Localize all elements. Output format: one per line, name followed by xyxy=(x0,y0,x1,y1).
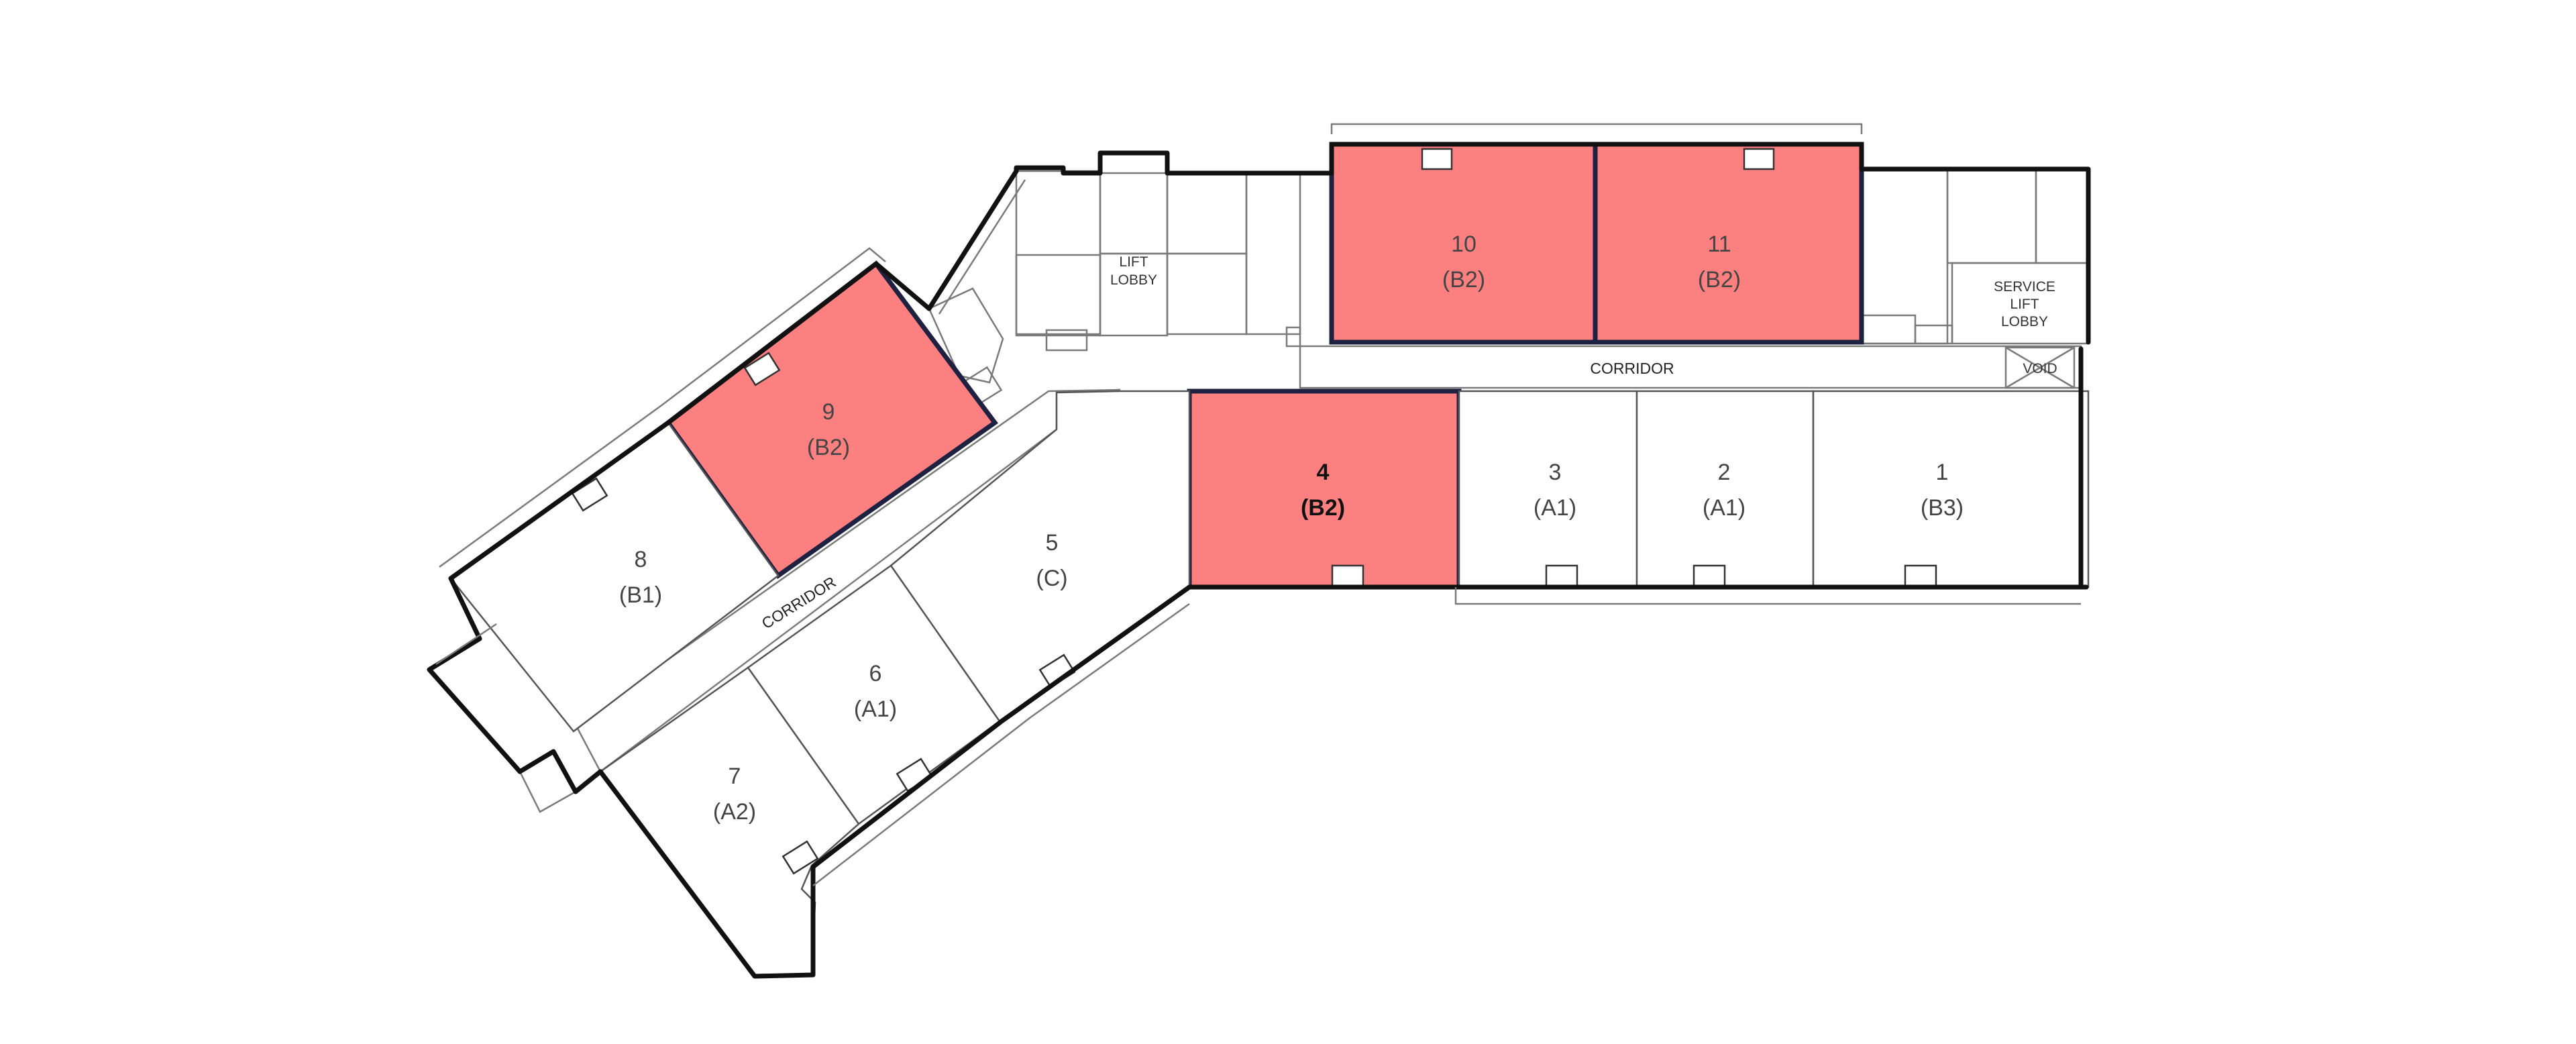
corridor-top: CORRIDOR xyxy=(1299,345,2082,389)
unit-11-number: 11 xyxy=(1707,231,1731,257)
unit-1[interactable]: 1 (B3) xyxy=(1812,390,2090,588)
unit-11[interactable]: 11 (B2) xyxy=(1593,142,1864,345)
service-lift-lobby-label-line2: LIFT xyxy=(2010,297,2039,312)
unit-9-number: 9 xyxy=(822,399,835,425)
unit-4-number: 4 xyxy=(1317,460,1330,485)
unit-10-type: (B2) xyxy=(1442,267,1485,293)
unit-10[interactable]: 10 (B2) xyxy=(1329,142,1598,345)
service-lift-lobby-label-line1: SERVICE xyxy=(1994,279,2055,295)
unit-5-number: 5 xyxy=(1046,530,1059,556)
void-label: VOID xyxy=(2023,361,2057,376)
service-lift-lobby-label-line3: LOBBY xyxy=(2001,314,2048,329)
unit-6-number: 6 xyxy=(869,661,882,686)
unit-2-type: (A1) xyxy=(1703,495,1746,521)
void-area: VOID xyxy=(2004,346,2076,389)
unit-3-number: 3 xyxy=(1549,460,1562,485)
unit-3[interactable]: 3 (A1) xyxy=(1458,390,1638,588)
unit-3-type: (A1) xyxy=(1534,495,1576,521)
unit-9-type: (B2) xyxy=(807,435,850,460)
unit-10-number: 10 xyxy=(1451,231,1477,257)
lift-lobby-label-line1: LIFT xyxy=(1119,254,1148,270)
unit-4-type: (B2) xyxy=(1301,495,1345,521)
unit-6-type: (A1) xyxy=(854,696,897,722)
unit-1-number: 1 xyxy=(1936,460,1949,485)
unit-7-type: (A2) xyxy=(713,799,756,825)
unit-4[interactable]: 4 (B2) xyxy=(1187,388,1462,590)
units: 10 (B2) 11 (B2) 4 (B2) 3 (A1) 2 xyxy=(449,142,2090,978)
unit-6[interactable]: 6 (A1) xyxy=(747,564,1001,825)
unit-7[interactable]: 7 (A2) xyxy=(599,666,860,978)
corridor-top-label: CORRIDOR xyxy=(1590,360,1674,377)
unit-11-type: (B2) xyxy=(1698,267,1741,293)
unit-2-number: 2 xyxy=(1718,460,1731,485)
unit-8-number: 8 xyxy=(635,547,647,572)
unit-1-type: (B3) xyxy=(1921,495,1964,521)
unit-7-number: 7 xyxy=(729,764,741,789)
unit-2[interactable]: 2 (A1) xyxy=(1635,390,1815,588)
unit-5-type: (C) xyxy=(1036,566,1067,591)
lift-lobby: LIFT LOBBY xyxy=(1099,252,1169,337)
service-lift-lobby: SERVICE LIFT LOBBY xyxy=(1951,262,2090,345)
exterior-walls xyxy=(427,123,2091,979)
unit-8-type: (B1) xyxy=(619,582,662,608)
lift-lobby-label-line2: LOBBY xyxy=(1110,272,1157,288)
